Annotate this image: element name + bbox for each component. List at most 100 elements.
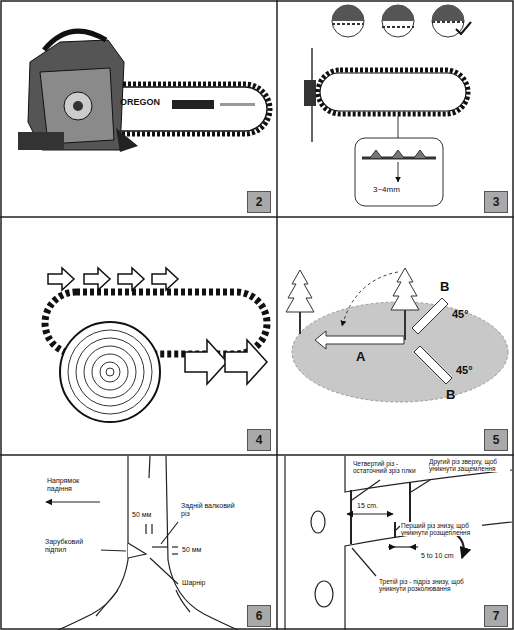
- chainsaw-drawing: [172, 100, 214, 109]
- felling-cut-drawing: [145, 524, 146, 534]
- chainsaw-drawing: [64, 92, 92, 120]
- felling-cut-drawing: [150, 558, 178, 584]
- chainsaw-drawing: [220, 103, 255, 106]
- chainsaw-drawing: [44, 31, 106, 50]
- panel-number: 2: [256, 195, 263, 209]
- branch-cut-drawing: [350, 490, 352, 544]
- cutting-drawing: [118, 268, 144, 290]
- hinge-label: Шарнір: [181, 579, 207, 587]
- chain-tension-drawing: [318, 70, 468, 114]
- cut-label: Задній валковий різ: [180, 502, 242, 517]
- cutting-drawing: [185, 340, 227, 384]
- panel-frame: [276, 0, 278, 630]
- panel-frame: [0, 454, 514, 456]
- dimension-label: 15 cm.: [356, 502, 379, 510]
- felling-zone-drawing: [412, 298, 448, 334]
- panel-number: 3: [493, 195, 500, 209]
- branch-cut-drawing: [352, 480, 380, 500]
- chain-tension-drawing: [320, 73, 466, 111]
- panel-number-box: 7: [484, 605, 508, 627]
- branch-cut-drawing: [315, 581, 333, 607]
- zone-letter: A: [356, 350, 365, 364]
- panel-number: 6: [256, 609, 263, 623]
- chain-tension-drawing: [332, 5, 364, 21]
- chain-tension-drawing: [304, 5, 471, 206]
- branch-cut-drawing: [311, 511, 325, 533]
- chainsaw-drawing: [18, 31, 270, 152]
- felling-zone-drawing: [286, 268, 508, 402]
- dimension-label: 3~4mm: [372, 186, 401, 195]
- felling-cut-drawing: [161, 522, 178, 544]
- panel-number: 7: [493, 609, 500, 623]
- cutting-drawing: [45, 268, 267, 422]
- felling-zone-drawing: [292, 302, 508, 402]
- felling-cut-drawing: [172, 553, 178, 554]
- felling-cut-drawing: [151, 524, 152, 534]
- felling-cut-drawing: [46, 501, 100, 502]
- panel-number-box: 5: [484, 429, 508, 451]
- chain-tension-drawing: [382, 5, 414, 21]
- chain-tension-drawing: [456, 22, 471, 34]
- chain-tension-drawing: [382, 5, 414, 37]
- felling-cut-drawing: [152, 546, 168, 547]
- chain-tension-drawing: [432, 21, 464, 23]
- dimension-label: 50 мм: [131, 511, 152, 519]
- branch-cut-drawing: [410, 546, 418, 547]
- panel-number-box: 4: [247, 429, 271, 451]
- cutting-drawing: [92, 354, 128, 390]
- panel-number: 4: [256, 433, 263, 447]
- chain-tension-drawing: [355, 138, 443, 206]
- felling-cut-drawing: [100, 550, 126, 551]
- chain-tension-drawing: [398, 162, 399, 182]
- chain-tension-drawing: [370, 150, 426, 158]
- branch-cut-drawing: [284, 456, 285, 630]
- felling-zone-drawing: [315, 331, 404, 349]
- cutting-drawing: [225, 340, 267, 384]
- felling-zone-drawing: [342, 272, 398, 326]
- brand-text: OREGON: [120, 98, 160, 108]
- zone-letter: B: [440, 280, 449, 294]
- chain-tension-drawing: [332, 23, 364, 25]
- branch-cut-drawing: [352, 548, 376, 576]
- branch-cut-drawing: [285, 456, 512, 630]
- felling-cut-drawing: [128, 543, 146, 558]
- chain-tension-drawing: [398, 116, 399, 138]
- cutting-drawing: [60, 322, 160, 422]
- chain-tension-drawing: [382, 26, 414, 28]
- cut-label: Другий різ зверху, щоб уникнути защемлен…: [428, 458, 510, 472]
- cut-label: Перший різ знизу, щоб уникнути розщеплен…: [400, 522, 482, 536]
- branch-cut-drawing: [395, 546, 410, 547]
- felling-cut-drawing: [96, 590, 190, 616]
- panel-frame: [0, 216, 514, 218]
- zone-letter: B: [446, 388, 455, 402]
- branch-cut-drawing: [394, 522, 396, 538]
- angle-label: 45°: [452, 308, 469, 320]
- dimension-label: 50 мм: [181, 546, 202, 554]
- panel-number-box: 3: [484, 191, 508, 213]
- felling-zone-drawing: [414, 346, 452, 384]
- cutting-drawing: [68, 330, 152, 414]
- cut-label: Четвертий різ - остаточний зріз гілки: [352, 460, 426, 474]
- cutting-drawing: [84, 268, 110, 290]
- cutting-drawing: [106, 368, 114, 376]
- panel-number-box: 6: [247, 605, 271, 627]
- cut-label: Зарубковий підпил: [44, 538, 101, 553]
- cutting-drawing: [68, 330, 152, 414]
- cutting-drawing: [84, 346, 136, 398]
- branch-cut-drawing: [388, 546, 395, 547]
- felling-cut-drawing: [149, 456, 150, 478]
- branch-cut-drawing: [347, 513, 393, 514]
- felling-cut-drawing: [166, 456, 238, 630]
- chain-tension-drawing: [432, 5, 464, 21]
- felling-zone-drawing: [391, 268, 419, 310]
- direction-label: Напрямок падіння: [46, 477, 106, 492]
- panel-number-box: 2: [247, 191, 271, 213]
- branch-cut-drawing: [345, 522, 512, 630]
- cutting-drawing: [76, 338, 144, 406]
- cut-label: Третій різ - підріз знизу, щоб уникнути …: [378, 578, 480, 592]
- angle-label: 45°: [456, 364, 473, 376]
- felling-zone-drawing: [286, 270, 314, 312]
